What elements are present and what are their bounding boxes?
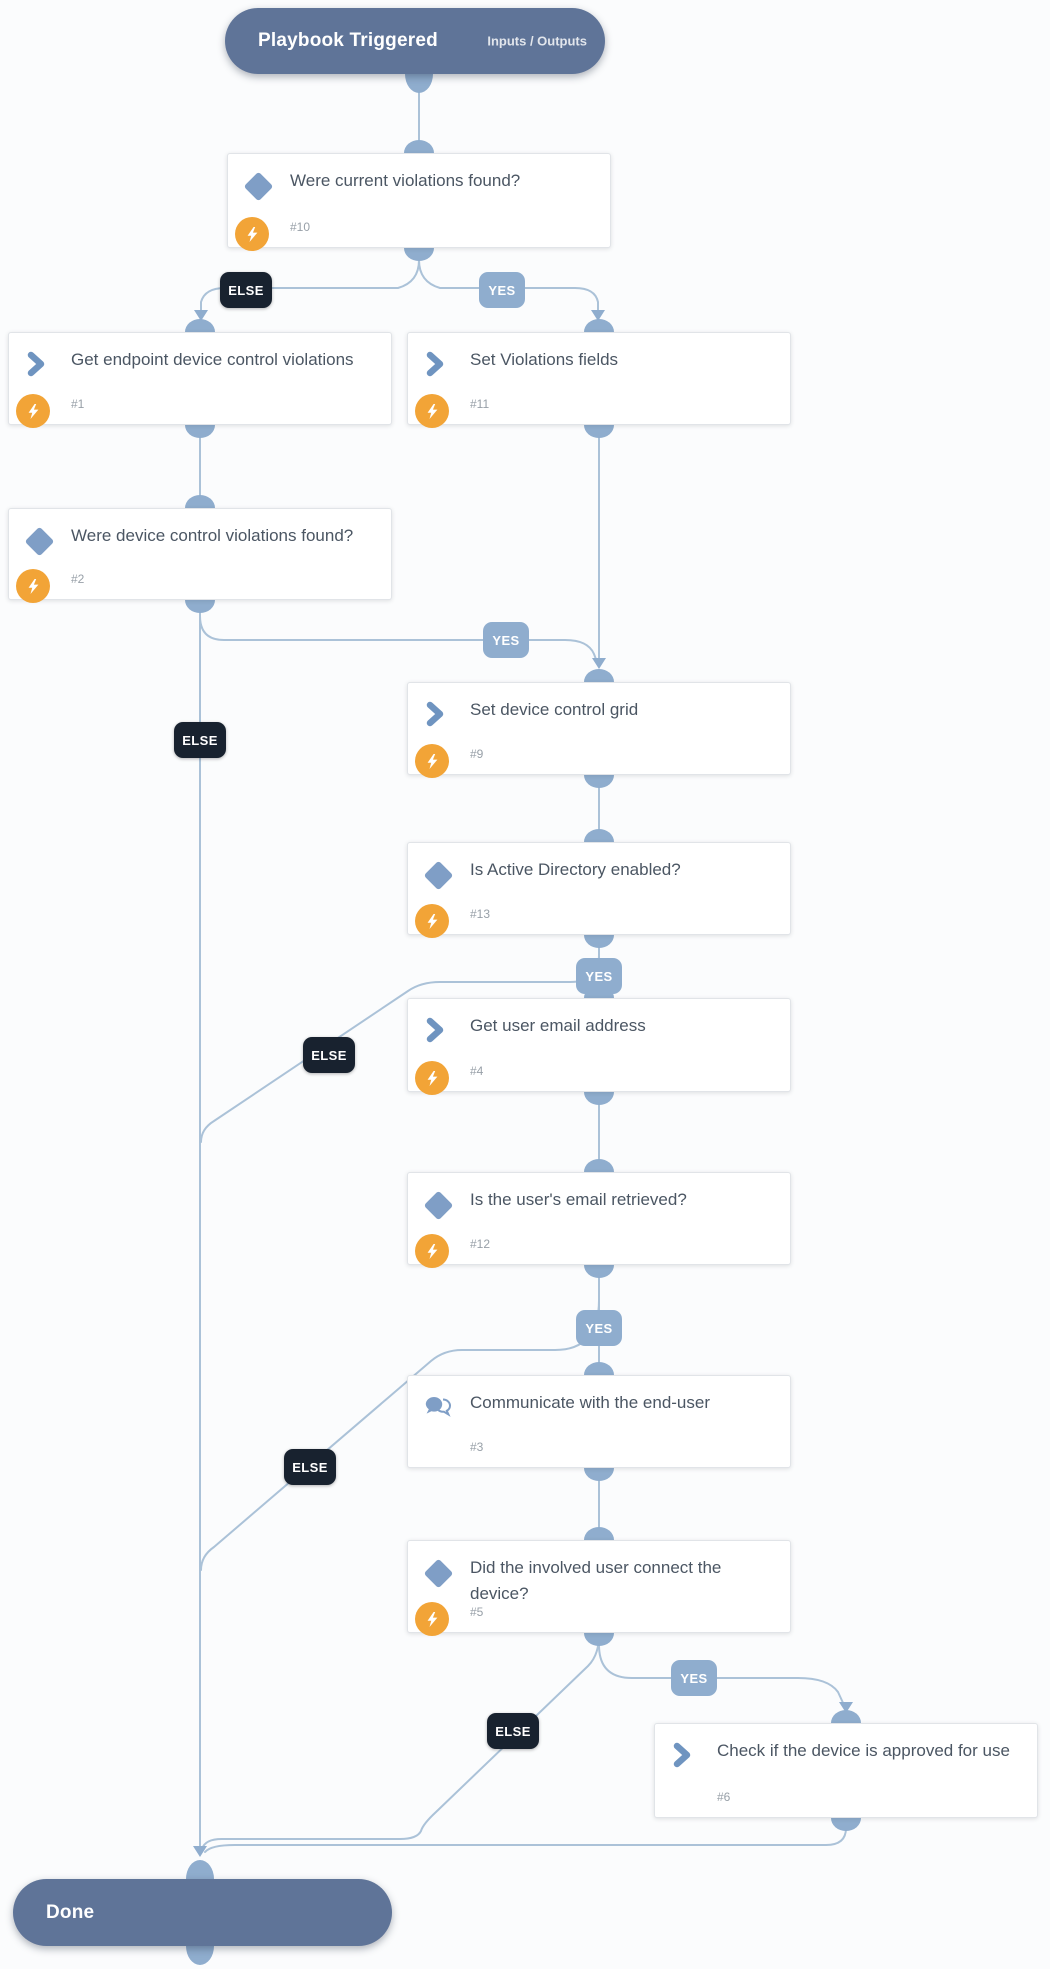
task-title: Did the involved user connect the device…	[470, 1558, 722, 1604]
task-title: Is Active Directory enabled?	[470, 860, 681, 879]
condition-diamond-icon	[24, 526, 55, 557]
task-title: Is the user's email retrieved?	[470, 1190, 687, 1209]
automation-bolt-icon	[415, 1602, 449, 1636]
task-check-if-device-is-approved[interactable]: Check if the device is approved for use …	[654, 1723, 1038, 1818]
task-title: Set Violations fields	[470, 350, 619, 369]
automation-bolt-icon	[415, 1234, 449, 1268]
automation-bolt-icon	[235, 217, 269, 251]
automation-bolt-icon	[415, 744, 449, 778]
end-node-label: Done	[46, 1901, 95, 1923]
task-set-device-control-grid[interactable]: Set device control grid #9	[407, 682, 791, 778]
arrowheads	[193, 310, 853, 1857]
task-number: #11	[470, 397, 490, 411]
automation-bolt-icon	[415, 904, 449, 938]
chat-bubbles-icon	[424, 1394, 454, 1424]
chevron-task-icon	[424, 701, 454, 731]
start-node-label: Playbook Triggered	[258, 30, 438, 51]
condition-diamond-icon	[423, 1558, 454, 1589]
task-number: #2	[71, 572, 85, 586]
task-communicate-with-end-user[interactable]: Communicate with the end-user #3	[407, 1375, 791, 1468]
task-number: #12	[470, 1237, 491, 1251]
end-node-done[interactable]: Done	[13, 1879, 392, 1946]
task-number: #4	[470, 1064, 484, 1078]
task-title: Get user email address	[470, 1016, 646, 1035]
automation-bolt-icon	[16, 569, 50, 603]
else-branch-badge[interactable]: ELSE	[174, 722, 226, 758]
else-branch-badge[interactable]: ELSE	[303, 1037, 355, 1073]
task-set-violations-fields[interactable]: Set Violations fields #11	[407, 332, 791, 428]
chevron-task-icon	[671, 1742, 701, 1772]
task-title: Set device control grid	[470, 700, 639, 719]
yes-branch-badge[interactable]: YES	[576, 958, 622, 994]
yes-branch-badge[interactable]: YES	[576, 1310, 622, 1346]
task-is-users-email-retrieved[interactable]: Is the user's email retrieved? #12	[407, 1172, 791, 1268]
task-get-endpoint-device-control-violations[interactable]: Get endpoint device control violations #…	[8, 332, 392, 428]
automation-bolt-icon	[415, 1061, 449, 1095]
task-number: #6	[717, 1790, 731, 1804]
yes-branch-badge[interactable]: YES	[483, 622, 529, 658]
condition-diamond-icon	[243, 171, 274, 202]
automation-bolt-icon	[16, 394, 50, 428]
task-were-device-control-violations-found[interactable]: Were device control violations found? #2	[8, 508, 392, 603]
task-title: Check if the device is approved for use	[717, 1741, 1010, 1760]
task-were-current-violations-found[interactable]: Were current violations found? #10	[227, 153, 611, 251]
condition-diamond-icon	[423, 1190, 454, 1221]
task-number: #1	[71, 397, 85, 411]
task-title: Were current violations found?	[290, 171, 521, 190]
task-number: #10	[290, 220, 311, 234]
else-branch-badge[interactable]: ELSE	[487, 1713, 539, 1749]
yes-branch-badge[interactable]: YES	[479, 272, 525, 308]
task-number: #5	[470, 1605, 484, 1619]
task-title: Get endpoint device control violations	[71, 350, 354, 369]
task-did-involved-user-connect-device[interactable]: Did the involved user connect the device…	[407, 1540, 791, 1636]
inputs-outputs-link[interactable]: Inputs / Outputs	[487, 33, 587, 49]
chevron-task-icon	[424, 1017, 454, 1047]
condition-diamond-icon	[423, 860, 454, 891]
start-node-playbook-triggered[interactable]: Playbook Triggered Inputs / Outputs	[225, 8, 605, 74]
task-number: #3	[470, 1440, 484, 1454]
task-title: Communicate with the end-user	[470, 1393, 711, 1412]
task-get-user-email-address[interactable]: Get user email address #4	[407, 998, 791, 1095]
else-branch-badge[interactable]: ELSE	[220, 272, 272, 308]
task-title: Were device control violations found?	[71, 526, 354, 545]
task-number: #9	[470, 747, 484, 761]
task-is-active-directory-enabled[interactable]: Is Active Directory enabled? #13	[407, 842, 791, 938]
yes-branch-badge[interactable]: YES	[671, 1660, 717, 1696]
chevron-task-icon	[424, 351, 454, 381]
chevron-task-icon	[25, 351, 55, 381]
task-number: #13	[470, 907, 491, 921]
automation-bolt-icon	[415, 394, 449, 428]
else-branch-badge[interactable]: ELSE	[284, 1449, 336, 1485]
